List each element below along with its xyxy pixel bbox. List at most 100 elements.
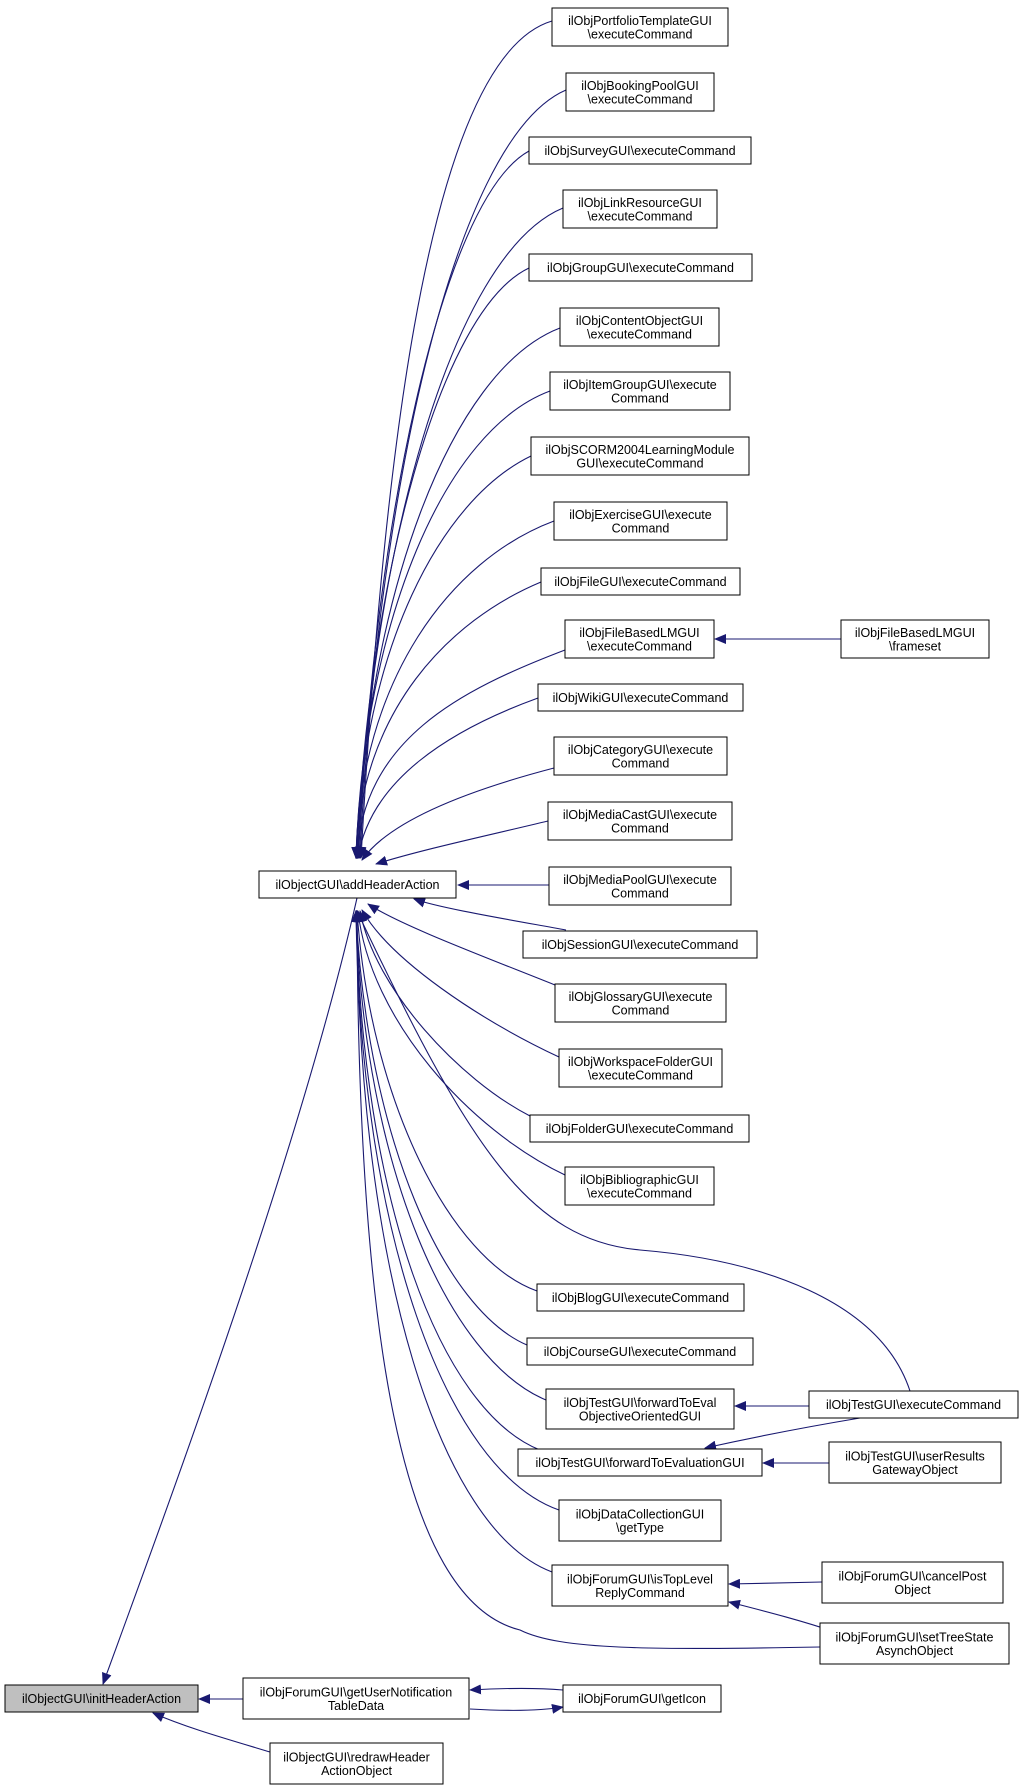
node-label: GUI\executeCommand [576, 456, 703, 470]
edge-redraw-to-init [152, 1712, 271, 1753]
node-mediapool[interactable]: ilObjMediaPoolGUI\executeCommand [548, 866, 732, 906]
node-init[interactable]: ilObjectGUI\initHeaderAction [4, 1684, 199, 1713]
node-label: \getType [616, 1521, 664, 1535]
edge-fwdeval-to-add [351, 910, 541, 1451]
node-box [828, 1441, 1002, 1484]
node-geticon[interactable]: ilObjForumGUI\getIcon [562, 1684, 722, 1713]
node-label: ilObjGroupGUI\executeCommand [547, 261, 734, 275]
node-session[interactable]: ilObjSessionGUI\executeCommand [522, 930, 758, 959]
node-box [840, 619, 990, 659]
node-linkres[interactable]: ilObjLinkResourceGUI\executeCommand [562, 189, 718, 229]
node-course[interactable]: ilObjCourseGUI\executeCommand [526, 1337, 754, 1366]
node-label: ilObjForumGUI\setTreeState [836, 1630, 994, 1644]
node-scorm[interactable]: ilObjSCORM2004LearningModuleGUI\executeC… [530, 436, 750, 476]
edge-content-to-add [352, 327, 561, 859]
node-box [553, 736, 728, 776]
edge-group-to-add [352, 267, 530, 859]
node-box [517, 1448, 763, 1477]
node-label: ilObjTestGUI\forwardToEvaluationGUI [535, 1456, 744, 1470]
node-layer: ilObjectGUI\initHeaderAction ilObjectGUI\… [4, 7, 1019, 1785]
node-box [526, 1337, 754, 1366]
node-box [548, 866, 732, 906]
node-label: ilObjMediaCastGUI\execute [563, 808, 717, 822]
node-label: ilObjForumGUI\getUserNotification [260, 1685, 452, 1699]
edge-arrow [352, 910, 538, 1292]
node-portfolio[interactable]: ilObjPortfolioTemplateGUI\executeCommand [551, 7, 729, 47]
node-label: ilObjTestGUI\forwardToEval [564, 1396, 717, 1410]
node-blog[interactable]: ilObjBlogGUI\executeCommand [536, 1283, 745, 1312]
node-label: ilObjWikiGUI\executeCommand [553, 691, 729, 705]
edge-arrow [352, 327, 561, 859]
edge-arrow [361, 767, 555, 861]
edge-arrow [469, 1684, 564, 1695]
node-booking[interactable]: ilObjBookingPoolGUI\executeCommand [565, 72, 715, 112]
node-box [562, 189, 718, 229]
node-content[interactable]: ilObjContentObjectGUI\executeCommand [559, 307, 720, 347]
node-workspace[interactable]: ilObjWorkspaceFolderGUI\executeCommand [558, 1048, 723, 1088]
node-frameset[interactable]: ilObjFileBasedLMGUI\frameset [840, 619, 990, 659]
node-label: ilObjItemGroupGUI\execute [563, 378, 717, 392]
edge-datacoll-to-add [351, 910, 560, 1511]
node-box [522, 930, 758, 959]
node-box [564, 619, 715, 659]
node-testexec[interactable]: ilObjTestGUI\executeCommand [808, 1390, 1019, 1419]
node-glossary[interactable]: ilObjGlossaryGUI\executeCommand [554, 983, 727, 1023]
node-itemgroup[interactable]: ilObjItemGroupGUI\executeCommand [549, 371, 731, 411]
node-datacoll[interactable]: ilObjDataCollectionGUI\getType [558, 1499, 722, 1542]
edge-arrow [351, 910, 541, 1451]
node-label: \executeCommand [588, 27, 693, 41]
node-box [554, 983, 727, 1023]
node-wiki[interactable]: ilObjWikiGUI\executeCommand [537, 683, 744, 712]
node-add[interactable]: ilObjectGUI\addHeaderAction [258, 870, 457, 899]
node-label: \executeCommand [587, 639, 692, 653]
node-file[interactable]: ilObjFileGUI\executeCommand [540, 567, 741, 596]
node-category[interactable]: ilObjCategoryGUI\executeCommand [553, 736, 728, 776]
edge-session-to-add [413, 897, 567, 931]
edge-arrow [352, 910, 553, 1573]
node-label: ReplyCommand [595, 1586, 685, 1600]
edge-add-to-init [102, 897, 358, 1685]
node-box [558, 1499, 722, 1542]
node-survey[interactable]: ilObjSurveyGUI\executeCommand [528, 136, 752, 165]
node-label: ilObjSurveyGUI\executeCommand [544, 144, 735, 158]
edge-geticon-to-getuser [469, 1684, 564, 1695]
edge-arrow [152, 1712, 271, 1753]
node-filebased[interactable]: ilObjFileBasedLMGUI\executeCommand [564, 619, 715, 659]
edge-workspace-to-add [361, 909, 560, 1058]
node-getuser[interactable]: ilObjForumGUI\getUserNotificationTableDa… [242, 1677, 470, 1720]
node-label: ObjectiveOrientedGUI [579, 1409, 701, 1423]
node-fwdevalobj[interactable]: ilObjTestGUI\forwardToEvalObjectiveOrien… [545, 1388, 735, 1430]
node-label: ilObjectGUI\addHeaderAction [276, 878, 440, 892]
node-label: Command [611, 821, 669, 835]
node-box [545, 1388, 735, 1430]
node-label: \executeCommand [587, 1186, 692, 1200]
node-box [530, 436, 750, 476]
node-group[interactable]: ilObjGroupGUI\executeCommand [528, 253, 753, 282]
node-label: Command [612, 756, 670, 770]
node-label: ActionObject [321, 1764, 392, 1778]
node-folder[interactable]: ilObjFolderGUI\executeCommand [529, 1114, 750, 1143]
node-box [4, 1684, 199, 1713]
node-box [537, 683, 744, 712]
edge-course-to-add [351, 910, 528, 1346]
node-label: TableData [328, 1699, 384, 1713]
node-box [528, 253, 753, 282]
edge-settree-to-istoplevel [728, 1599, 836, 1633]
node-label: ilObjForumGUI\isTopLevel [567, 1572, 713, 1586]
node-mediacast[interactable]: ilObjMediaCastGUI\executeCommand [547, 801, 733, 841]
node-label: Command [612, 1003, 670, 1017]
node-box [808, 1390, 1019, 1419]
node-box [819, 1622, 1010, 1665]
node-exercise[interactable]: ilObjExerciseGUI\executeCommand [553, 501, 728, 541]
node-label: \executeCommand [588, 1068, 693, 1082]
node-fwdeval[interactable]: ilObjTestGUI\forwardToEvaluationGUI [517, 1448, 763, 1477]
edge-folder-to-add [357, 910, 531, 1117]
edge-arrow [367, 903, 556, 986]
node-box [553, 501, 728, 541]
node-biblio[interactable]: ilObjBibliographicGUI\executeCommand [564, 1166, 715, 1206]
